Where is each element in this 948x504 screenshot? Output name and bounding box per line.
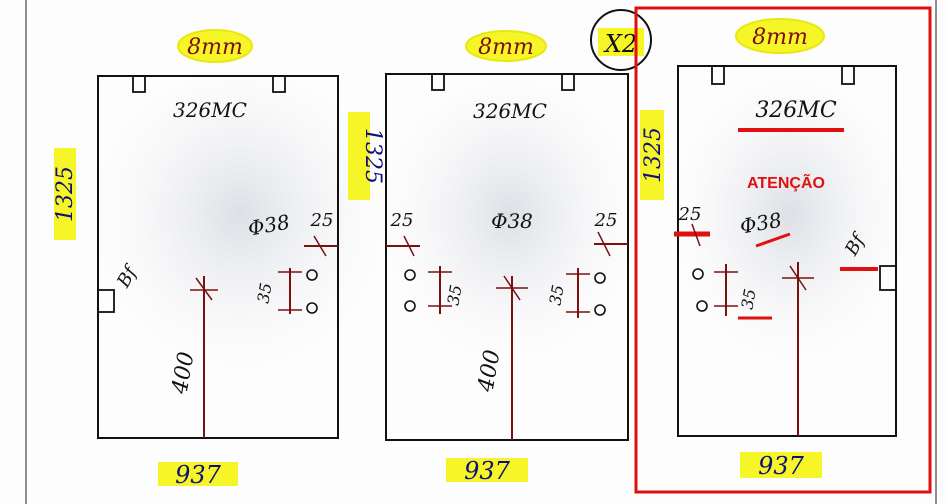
width-highlight [446, 458, 528, 482]
hole-circle [692, 268, 704, 280]
warning-label: ATENÇÃO [747, 172, 825, 192]
height-label: 1325 [641, 127, 666, 183]
center-tick [503, 275, 521, 301]
hole-circle [306, 269, 318, 281]
edge-offset-tick [403, 235, 415, 257]
edge-offset-tick [313, 235, 327, 257]
hole-spacing-label: 35 [253, 281, 275, 304]
diameter-label: Φ38 [491, 209, 533, 233]
quantity-mark: X2 [603, 30, 637, 58]
side-notch [879, 265, 897, 291]
top-notch [132, 75, 146, 93]
top-notch [272, 75, 286, 93]
hole-circle [594, 272, 606, 284]
edge-offset-tick [597, 231, 611, 257]
thickness-highlight [465, 30, 547, 62]
hole-circle [696, 300, 708, 312]
hole-circle [594, 304, 606, 316]
material-label: 326MC [473, 99, 547, 123]
thickness-label: 8mm [187, 35, 243, 60]
center-tick [195, 277, 213, 301]
thickness-highlight [177, 29, 253, 63]
edge-offset-label: 25 [310, 210, 334, 231]
panel-2: 8mm X2 326MC 1325 Φ38 25 25 35 [348, 9, 652, 485]
hole-circle [306, 302, 318, 314]
height-highlight [640, 110, 664, 200]
top-notch [561, 73, 575, 91]
top-notch [711, 65, 725, 85]
top-notch [431, 73, 445, 91]
quantity-circle [590, 9, 652, 71]
thickness-label: 8mm [478, 35, 534, 60]
edge-offset-label: 25 [678, 204, 702, 225]
panel-outline [97, 75, 339, 439]
material-label: 326MC [755, 98, 837, 123]
edge-offset-tick [691, 223, 701, 247]
edge-offset-label: 25 [390, 210, 414, 231]
hole-spacing-label: 35 [443, 283, 465, 306]
panel-outline [385, 73, 629, 441]
height-highlight [348, 112, 370, 200]
panel-3: 8mm 326MC 1325 ATENÇÃO 25 Φ38 Bf 35 [634, 6, 932, 494]
width-highlight [158, 462, 238, 486]
hole-spacing-label: 35 [545, 283, 567, 306]
height-label: 1325 [360, 128, 385, 184]
center-tick [789, 265, 807, 291]
scan-smudge [670, 80, 910, 380]
width-label: 937 [175, 461, 222, 489]
attention-frame [634, 6, 932, 494]
height-highlight [54, 148, 76, 240]
thickness-highlight [735, 18, 825, 54]
diameter-marker [755, 232, 791, 248]
width-label: 937 [758, 452, 805, 480]
top-notch [841, 65, 855, 85]
thickness-label: 8mm [752, 25, 808, 50]
width-highlight [740, 452, 822, 478]
scan-smudge [90, 70, 390, 390]
scan-smudge [380, 80, 640, 380]
width-label: 937 [464, 457, 511, 485]
panel-1: 8mm 326MC 1325 Bf Φ38 25 35 400 [53, 29, 339, 489]
height-label: 1325 [53, 166, 78, 222]
panel-outline [677, 65, 897, 437]
hole-circle [404, 269, 416, 281]
hole-spacing-label: 35 [737, 287, 759, 310]
edge-offset-label: 25 [594, 210, 618, 231]
hole-circle [404, 300, 416, 312]
material-label: 326MC [173, 98, 247, 122]
side-notch [97, 289, 115, 313]
